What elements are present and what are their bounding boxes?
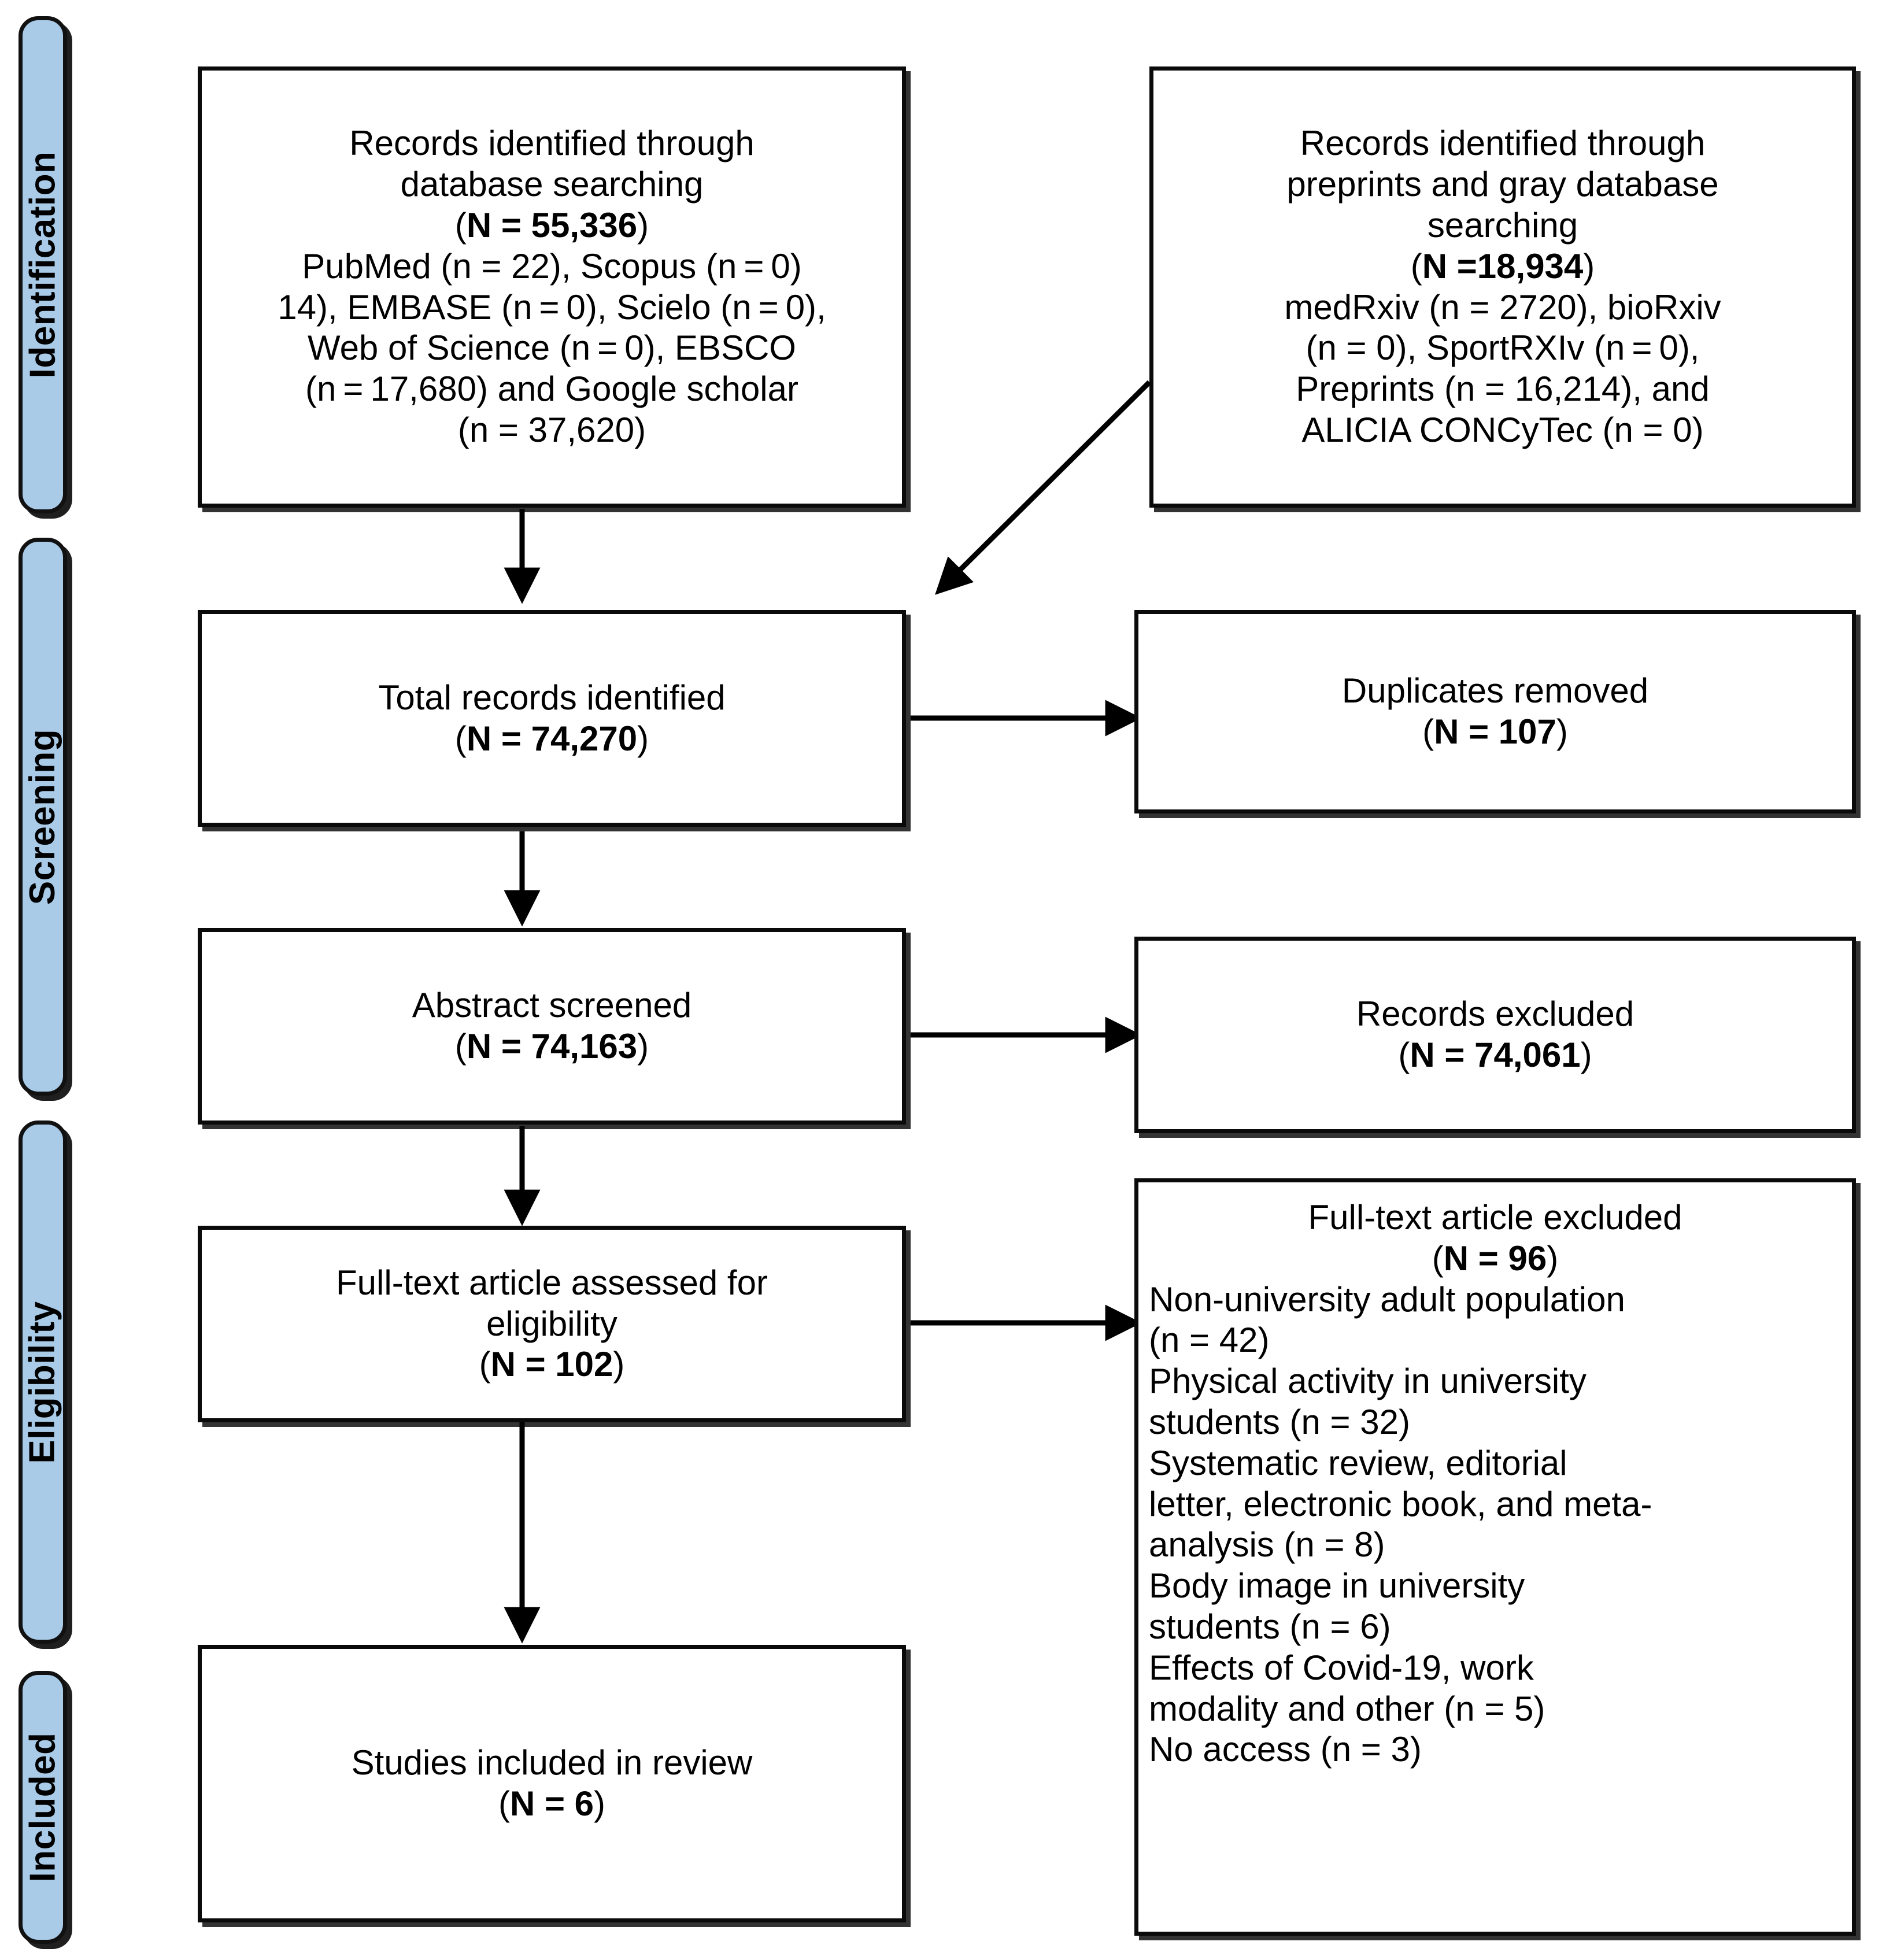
box-text-line: Non-university adult population — [1149, 1279, 1625, 1319]
box-text-line: (N = 6) — [498, 1784, 606, 1823]
arrow-gray-to-total — [935, 380, 1152, 595]
box-text-line: searching — [1427, 205, 1578, 245]
box-text-line: (n = 17,680) and Google scholar — [305, 369, 798, 409]
box-records-excluded: Records excluded(N = 74,061) — [1134, 937, 1856, 1133]
box-total-records-identified-text: Total records identified(N = 74,270) — [212, 678, 892, 760]
box-text-line: letter, electronic book, and meta- — [1149, 1484, 1652, 1523]
box-text-line: preprints and gray database — [1286, 165, 1719, 204]
box-duplicates-removed-text: Duplicates removed(N = 107) — [1149, 671, 1841, 753]
phase-label-identification: Identification — [23, 151, 62, 379]
box-text-line: Records identified through — [1300, 124, 1706, 163]
box-text-line: (n = 42) — [1149, 1321, 1270, 1360]
box-fulltext-article-excluded-text: Full-text article excluded(N = 96)Non-un… — [1149, 1197, 1841, 1770]
box-text-line: students (n = 32) — [1149, 1402, 1410, 1441]
box-text-line: Web of Science (n = 0), EBSCO — [308, 328, 796, 368]
box-text-line: Systematic review, editorial — [1149, 1443, 1567, 1482]
box-text-line: (N = 74,061) — [1398, 1036, 1592, 1074]
box-text-line: Full-text article excluded — [1308, 1198, 1682, 1237]
box-text-line: Effects of Covid-19, work — [1149, 1648, 1534, 1687]
phase-pill-eligibility: Eligibility — [19, 1120, 67, 1644]
box-studies-included-in-review-text: Studies included in review(N = 6) — [212, 1743, 892, 1825]
box-text-line: medRxiv (n = 2720), bioRxiv — [1284, 287, 1721, 327]
box-text-line: Full-text article assessed for — [336, 1263, 768, 1302]
box-text-line: Records identified through — [349, 124, 755, 163]
phase-label-included: Included — [23, 1732, 62, 1883]
box-duplicates-removed: Duplicates removed(N = 107) — [1134, 610, 1856, 813]
box-text-line: analysis (n = 8) — [1149, 1525, 1385, 1565]
box-text-line: Abstract screened — [412, 986, 692, 1025]
box-studies-included-in-review: Studies included in review(N = 6) — [198, 1645, 906, 1922]
phase-label-eligibility: Eligibility — [23, 1300, 62, 1464]
box-text-line: Records excluded — [1356, 994, 1634, 1034]
box-records-excluded-text: Records excluded(N = 74,061) — [1149, 994, 1841, 1076]
box-total-records-identified: Total records identified(N = 74,270) — [198, 610, 906, 827]
phase-pill-screening: Screening — [19, 538, 67, 1096]
box-text-line: (N = 96) — [1432, 1238, 1559, 1278]
box-fulltext-article-excluded: Full-text article excluded(N = 96)Non-un… — [1134, 1178, 1856, 1936]
box-text-line: ALICIA CONCyTec (n = 0) — [1301, 410, 1704, 449]
box-text-line: No access (n = 3) — [1149, 1730, 1422, 1769]
box-text-line: (N = 55,336) — [454, 205, 649, 245]
box-abstract-screened: Abstract screened(N = 74,163) — [198, 928, 906, 1125]
box-text-line: database searching — [400, 165, 704, 204]
box-abstract-screened-text: Abstract screened(N = 74,163) — [212, 985, 892, 1067]
box-text-line: modality and other (n = 5) — [1149, 1689, 1545, 1728]
box-text-line: Body image in university — [1149, 1566, 1525, 1606]
box-text-line: students (n = 6) — [1149, 1607, 1391, 1646]
box-text-line: (N =18,934) — [1410, 246, 1595, 286]
box-text-line: (N = 107) — [1422, 712, 1568, 751]
phase-pill-identification: Identification — [19, 16, 67, 513]
phase-pill-included: Included — [19, 1671, 67, 1944]
box-text-line: PubMed (n = 22), Scopus (n = 0) — [302, 246, 802, 286]
box-text-line: (N = 102) — [479, 1345, 625, 1384]
box-text-line: (N = 74,270) — [454, 719, 649, 758]
box-text-line: eligibility — [486, 1304, 617, 1343]
box-text-line: (N = 74,163) — [454, 1027, 649, 1066]
box-text-line: (n = 37,620) — [457, 410, 646, 449]
box-text-line: (n = 0), SportRXIv (n = 0), — [1306, 328, 1700, 368]
box-text-line: 14), EMBASE (n = 0), Scielo (n = 0), — [278, 287, 826, 327]
box-text-line: Studies included in review — [351, 1743, 753, 1783]
box-text-line: Preprints (n = 16,214), and — [1296, 369, 1710, 409]
box-text-line: Physical activity in university — [1149, 1362, 1587, 1401]
box-text-line: Total records identified — [378, 678, 726, 717]
box-text-line: Duplicates removed — [1341, 671, 1649, 711]
phase-label-screening: Screening — [23, 728, 62, 905]
